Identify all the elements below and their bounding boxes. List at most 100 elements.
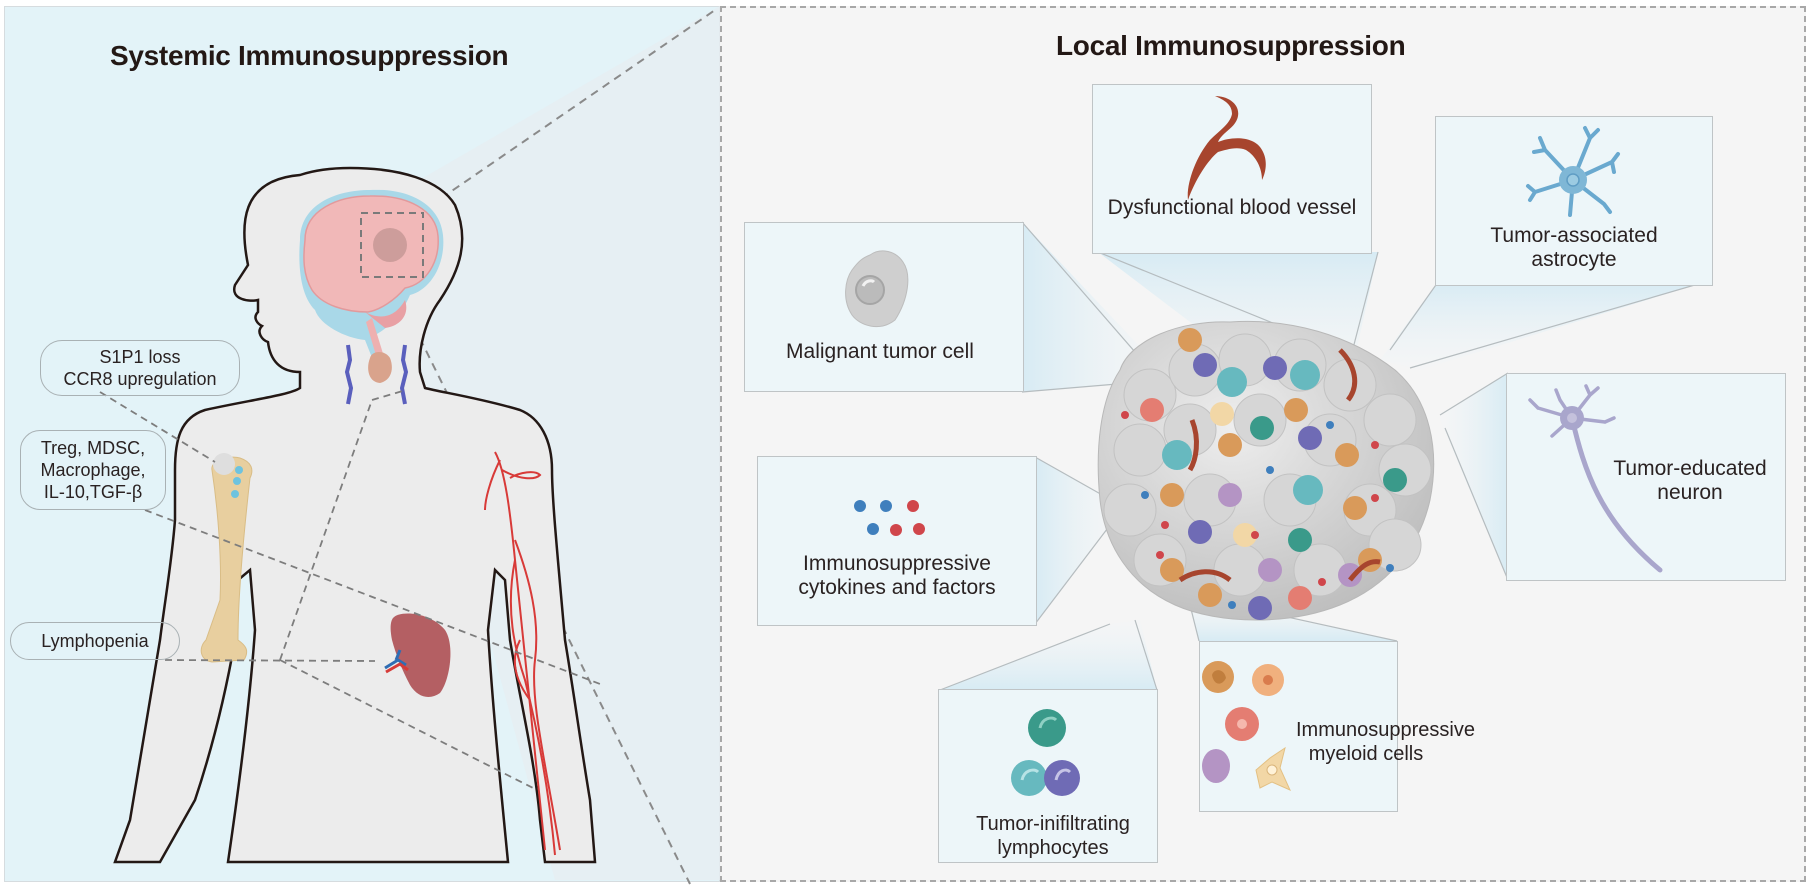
cytokine-dot: [1266, 466, 1274, 474]
myeloid-cell: [1140, 398, 1164, 422]
myeloid-cell: [1198, 583, 1222, 607]
lymphocyte-cell: [1188, 520, 1212, 544]
cytokine-dot: [1228, 601, 1236, 609]
label-treg-mdsc: Treg, MDSC, Macrophage, IL-10,TGF-β: [20, 430, 166, 510]
lymph-nodes-icon: [344, 344, 409, 405]
lymphocyte-cell: [1290, 360, 1320, 390]
cytokine-dot: [1141, 491, 1149, 499]
cytokine-dot: [1251, 531, 1259, 539]
lymphocyte-cell: [1217, 367, 1247, 397]
callout-cytokines-label: Immunosuppressive cytokines and factors: [757, 552, 1037, 600]
tumor-cell: [1363, 393, 1417, 447]
myeloid-cell: [1284, 398, 1308, 422]
lymphocyte-cell: [1248, 596, 1272, 620]
label-line: IL-10,TGF-β: [43, 482, 143, 502]
funnel-astrocyte: [1380, 282, 1705, 370]
myeloid-cell: [1233, 523, 1257, 547]
callout-neuron: [1506, 373, 1786, 581]
callout-tumor-cell-label: Malignant tumor cell: [786, 340, 974, 363]
funnel-tumor-cell: [1022, 222, 1165, 392]
vessel-fragment: [1187, 419, 1199, 472]
label-line: Treg, MDSC,: [40, 438, 146, 458]
lymphocytes-icon: [1011, 709, 1080, 796]
lymphocyte-cell: [1383, 468, 1407, 492]
label-line: Tumor-associated: [1490, 224, 1658, 247]
tumor-cell: [1368, 518, 1422, 572]
spleen-icon: [384, 613, 451, 697]
lymphocyte-cell: [1298, 426, 1322, 450]
callout-astrocyte: [1435, 116, 1713, 286]
lymphocyte-cell: [1288, 528, 1312, 552]
vessel-fragment: [1178, 569, 1232, 583]
myeloid-cell: [1288, 586, 1312, 610]
myeloid-cell: [1258, 558, 1282, 582]
label-line: Immunosuppressive: [1296, 719, 1475, 741]
zoom-line-top: [394, 7, 719, 231]
cytokine-dot: [1318, 578, 1326, 586]
lymphocyte-cell: [1250, 416, 1274, 440]
funnel-cytokines: [1035, 457, 1120, 624]
cytokine-dot: [1121, 411, 1129, 419]
systemic-connectors: [99, 389, 601, 791]
local-title: Local Immunosuppression: [1056, 30, 1406, 61]
cytokine-dot: [1386, 564, 1394, 572]
myeloid-cells-icon: [1202, 661, 1291, 791]
human-body-silhouette: [113, 166, 597, 864]
lymphocyte-cell: [1293, 475, 1323, 505]
myeloid-cell: [1218, 433, 1242, 457]
myeloid-cell: [1338, 563, 1362, 587]
cytokine-dot: [1161, 521, 1169, 529]
label-line: Tumor-educated: [1613, 457, 1767, 480]
cytokines-icon: [854, 500, 925, 536]
brain-zoom-box: [360, 212, 424, 278]
lymphocyte-cell: [1193, 353, 1217, 377]
lymphocyte-cell: [1263, 356, 1287, 380]
callout-neuron-label: Tumor-educated neuron: [1590, 457, 1790, 505]
vessel-fragment: [1338, 348, 1358, 402]
myeloid-cell: [1335, 443, 1359, 467]
label-line: Lymphopenia: [41, 631, 149, 651]
label-line: Macrophage,: [40, 460, 146, 480]
neuron-icon: [1528, 384, 1663, 573]
brain-icon: [299, 189, 444, 378]
callout-blood-vessel-label: Dysfunctional blood vessel: [1107, 196, 1357, 219]
label-line: myeloid cells: [1308, 743, 1424, 765]
callout-myeloid-label: Immunosuppressive myeloid cells: [1296, 718, 1475, 766]
label-line: CCR8 upregulation: [63, 369, 217, 389]
myeloid-cell: [1343, 496, 1367, 520]
callout-lymphocytes-label: Tumor-inifiltrating lymphocytes: [976, 813, 1130, 859]
thymus-icon: [368, 352, 392, 383]
myeloid-cell: [1210, 402, 1234, 426]
brain-tumor-icon: [373, 228, 407, 262]
myeloid-cell: [1160, 483, 1184, 507]
label-lymphopenia: Lymphopenia: [10, 622, 180, 660]
funnel-lymphocytes: [940, 620, 1157, 690]
myeloid-cell: [1160, 558, 1184, 582]
label-s1p1-ccr8: S1P1 loss CCR8 upregulation: [40, 340, 240, 396]
cytokine-dot: [1371, 494, 1379, 502]
lymphocyte-cell: [1162, 440, 1192, 470]
tumor-microenvironment-cluster: [1097, 320, 1435, 621]
label-line: neuron: [1657, 481, 1723, 504]
malignant-tumor-cell-icon: [845, 250, 909, 328]
vessel-fragment: [1348, 559, 1381, 582]
label-line: astrocyte: [1531, 248, 1617, 271]
myeloid-cell: [1218, 483, 1242, 507]
label-line: cytokines and factors: [798, 576, 996, 599]
funnel-neuron: [1440, 373, 1508, 580]
label-line: S1P1 loss: [99, 347, 181, 367]
bone-marrow-icon: [200, 453, 253, 663]
cytokine-dot: [1326, 421, 1334, 429]
cytokine-dot: [1371, 441, 1379, 449]
blood-vessel-icon: [1187, 96, 1266, 200]
astrocyte-icon: [1526, 126, 1620, 217]
blood-vessels-arm-icon: [484, 451, 561, 856]
callout-astrocyte-label: Tumor-associated astrocyte: [1435, 224, 1713, 272]
cytokine-dot: [1156, 551, 1164, 559]
systemic-title: Systemic Immunosuppression: [110, 40, 509, 71]
label-line: Immunosuppressive: [803, 552, 991, 575]
callout-cytokines: [757, 456, 1037, 626]
myeloid-cell: [1178, 328, 1202, 352]
